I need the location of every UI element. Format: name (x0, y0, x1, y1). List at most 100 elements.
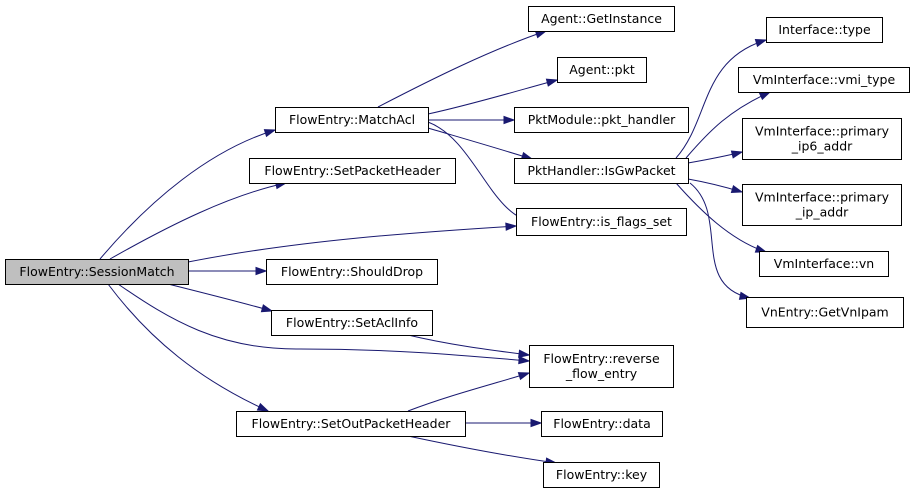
node-vmi-type[interactable]: VmInterface::vmi_type (738, 67, 910, 93)
node-label: _ip_addr (795, 205, 849, 220)
node-session-match[interactable]: FlowEntry::SessionMatch (5, 259, 189, 285)
edge-match-acl-to-agent-pkt (427, 78, 559, 115)
nodes-layer: FlowEntry::SessionMatch FlowEntry::MatchA… (5, 6, 910, 488)
edge-line (187, 225, 517, 263)
node-label: VnEntry::GetVnIpam (761, 305, 888, 320)
node-reverse-flow-entry[interactable]: FlowEntry::reverse_flow_entry (529, 345, 674, 388)
edge-pkt-handler-is-gw-packet-to-vm-interface-vn (675, 182, 768, 253)
node-interface-type[interactable]: Interface::type (766, 17, 883, 43)
edge-match-acl-to-agent-get-instance (377, 30, 548, 108)
node-label: FlowEntry::SetPacketHeader (264, 163, 441, 178)
node-label: FlowEntry::SetOutPacketHeader (252, 416, 452, 431)
node-label: Agent::pkt (569, 62, 635, 77)
node-box (766, 17, 883, 43)
node-box (249, 158, 456, 184)
edge-set-out-packet-header-to-reverse-flow-entry (407, 372, 531, 412)
node-box (543, 462, 660, 488)
node-box (738, 67, 910, 93)
node-box (275, 107, 429, 133)
edge-session-match-to-is-flags-set (187, 222, 518, 263)
node-box (514, 158, 689, 184)
arrowhead-icon (503, 115, 516, 125)
node-pkt-module-pkt-handler[interactable]: PktModule::pkt_handler (514, 107, 689, 133)
edge-set-out-packet-header-to-flow-entry-key (407, 435, 558, 466)
node-label: PktHandler::IsGwPacket (527, 163, 675, 178)
node-box (759, 251, 889, 277)
node-is-flags-set[interactable]: FlowEntry::is_flags_set (516, 208, 687, 236)
arrowhead-icon (754, 39, 768, 48)
node-box (742, 118, 902, 160)
node-label: PktModule::pkt_handler (528, 112, 676, 127)
node-label: VmInterface::vn (774, 256, 874, 271)
edge-session-match-to-should-drop (187, 266, 268, 276)
edge-set-out-packet-header-to-flow-entry-data (465, 418, 543, 428)
edge-line (167, 283, 273, 312)
arrowhead-icon (730, 150, 744, 159)
node-label: FlowEntry::ShouldDrop (281, 264, 423, 279)
edge-set-acl-info-to-reverse-flow-entry (407, 334, 531, 358)
node-label: FlowEntry::MatchAcl (289, 112, 415, 127)
node-box (514, 107, 689, 133)
node-label: _flow_entry (565, 366, 638, 381)
edge-session-match-to-set-packet-header (109, 181, 288, 260)
node-flow-entry-data[interactable]: FlowEntry::data (541, 411, 663, 437)
edge-session-match-to-match-acl (99, 129, 277, 260)
edge-line (675, 39, 767, 159)
node-vn-entry-get-vn-ipam[interactable]: VnEntry::GetVnIpam (746, 297, 904, 328)
node-agent-pkt[interactable]: Agent::pkt (557, 57, 647, 83)
arrowhead-icon (545, 78, 559, 87)
edge-line (689, 182, 751, 299)
edge-line (107, 283, 269, 412)
arrowhead-icon (730, 184, 744, 194)
node-vm-interface-vn[interactable]: VmInterface::vn (759, 251, 889, 277)
arrowhead-icon (505, 222, 518, 231)
node-match-acl[interactable]: FlowEntry::MatchAcl (275, 107, 429, 133)
node-should-drop[interactable]: FlowEntry::ShouldDrop (266, 259, 438, 285)
edge-line (427, 127, 533, 160)
node-set-packet-header[interactable]: FlowEntry::SetPacketHeader (249, 158, 456, 184)
node-flow-entry-key[interactable]: FlowEntry::key (543, 462, 660, 488)
node-label: VmInterface::primary (755, 190, 890, 205)
node-pkt-handler-is-gw-packet[interactable]: PktHandler::IsGwPacket (514, 158, 689, 184)
node-primary-ip6-addr[interactable]: VmInterface::primary_ip6_addr (742, 118, 902, 160)
node-set-out-packet-header[interactable]: FlowEntry::SetOutPacketHeader (236, 411, 466, 437)
arrowhead-icon (518, 349, 531, 358)
node-box (557, 57, 647, 83)
arrowhead-icon (530, 418, 543, 428)
arrowhead-icon (260, 304, 274, 313)
node-box (529, 345, 674, 388)
edge-pkt-handler-is-gw-packet-to-primary-ip6-addr (687, 150, 744, 164)
edge-line (427, 79, 558, 115)
node-label: FlowEntry::is_flags_set (531, 214, 672, 229)
edge-line (407, 435, 557, 464)
edge-pkt-handler-is-gw-packet-to-interface-type (675, 39, 768, 159)
node-box (742, 184, 902, 226)
node-label: FlowEntry::reverse (543, 351, 660, 366)
node-box (271, 310, 433, 336)
arrowhead-icon (255, 266, 268, 276)
edge-line (377, 30, 547, 108)
node-agent-get-instance[interactable]: Agent::GetInstance (528, 6, 675, 32)
edge-line (685, 91, 771, 159)
arrowhead-icon (256, 402, 270, 412)
node-label: FlowEntry::SessionMatch (19, 264, 174, 279)
node-set-acl-info[interactable]: FlowEntry::SetAclInfo (271, 310, 433, 336)
arrowhead-icon (517, 372, 531, 381)
arrowhead-icon (263, 129, 277, 138)
node-label: FlowEntry::data (553, 416, 650, 431)
edge-session-match-to-reverse-flow-entry (117, 283, 531, 365)
edge-line (117, 283, 530, 362)
node-label: FlowEntry::key (556, 467, 648, 482)
edge-line (407, 334, 530, 356)
edges-layer (99, 30, 772, 466)
node-label: FlowEntry::SetAclInfo (286, 315, 418, 330)
edge-line (99, 129, 276, 260)
edge-session-match-to-set-acl-info (167, 283, 274, 313)
edge-pkt-handler-is-gw-packet-to-vn-entry-get-vn-ipam (689, 182, 752, 300)
node-primary-ip-addr[interactable]: VmInterface::primary_ip_addr (742, 184, 902, 226)
arrowhead-icon (518, 355, 531, 365)
node-label: Interface::type (778, 22, 871, 37)
edge-pkt-handler-is-gw-packet-to-primary-ip-addr (687, 178, 744, 194)
node-label: VmInterface::vmi_type (753, 72, 896, 87)
